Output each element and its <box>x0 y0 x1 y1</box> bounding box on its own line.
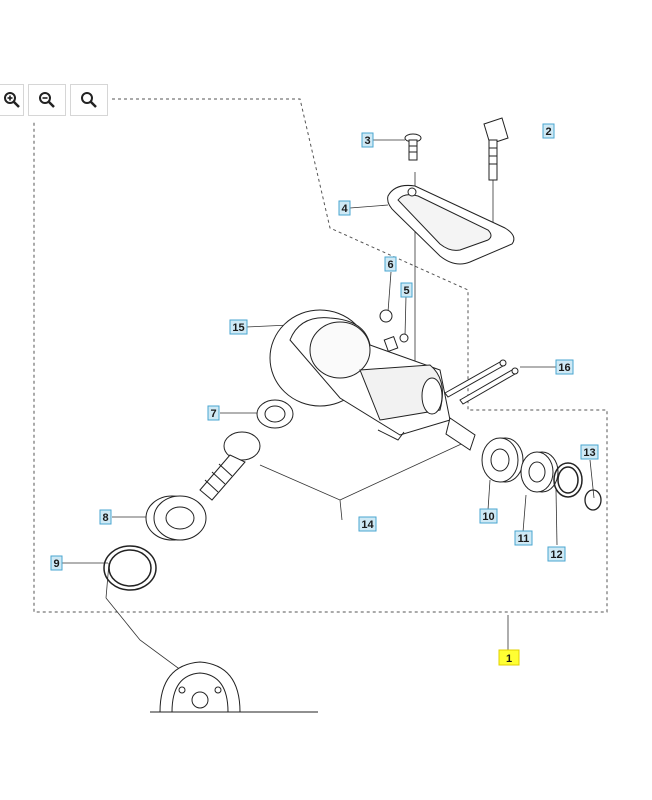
callout-9[interactable]: 9 <box>50 555 63 571</box>
callout-4-label: 4 <box>341 203 348 215</box>
callout-13-label: 13 <box>583 447 595 459</box>
callout-3-label: 3 <box>364 135 370 147</box>
callout-11[interactable]: 11 <box>514 530 533 546</box>
zoom-in-icon <box>3 92 20 108</box>
screws-16 <box>444 359 519 405</box>
callout-12-label: 12 <box>550 549 562 561</box>
circlip-13 <box>584 489 602 511</box>
leader-lines <box>62 139 595 711</box>
zoom-in-button[interactable] <box>0 84 24 116</box>
bearing-8 <box>145 495 207 541</box>
callout-16-label: 16 <box>558 362 570 374</box>
callout-15[interactable]: 15 <box>229 319 248 335</box>
callout-10[interactable]: 10 <box>479 508 498 524</box>
callout-7-label: 7 <box>210 408 216 420</box>
callout-1-label: 1 <box>506 653 512 665</box>
zoom-toolbar <box>0 84 112 118</box>
callout-5[interactable]: 5 <box>400 282 413 298</box>
circlip-9 <box>103 545 157 591</box>
gear-housing-part <box>269 309 451 441</box>
callout-14-label: 14 <box>361 519 374 531</box>
bearing-11 <box>520 451 559 493</box>
callout-6-label: 6 <box>387 259 393 271</box>
bolt-part <box>483 117 509 181</box>
callout-2-label: 2 <box>545 126 551 138</box>
callout-5-label: 5 <box>403 285 409 297</box>
callout-2[interactable]: 2 <box>542 123 555 139</box>
nut-part <box>256 399 294 429</box>
ring-12 <box>553 462 583 498</box>
callout-14[interactable]: 14 <box>358 516 377 532</box>
zoom-out-button[interactable] <box>28 84 66 116</box>
bearing-10 <box>481 437 524 483</box>
callout-1[interactable]: 1 <box>498 649 520 666</box>
zoom-reset-icon <box>81 92 97 108</box>
zoom-reset-button[interactable] <box>70 84 108 116</box>
callout-6[interactable]: 6 <box>384 256 397 272</box>
callout-8-label: 8 <box>102 512 108 524</box>
callout-10-label: 10 <box>482 511 494 523</box>
zoom-out-icon <box>39 92 55 108</box>
callout-8[interactable]: 8 <box>99 509 112 525</box>
callout-11-label: 11 <box>518 533 530 545</box>
callout-12[interactable]: 12 <box>547 546 566 562</box>
assembly-outline <box>33 98 608 613</box>
callout-9-label: 9 <box>53 558 59 570</box>
callout-4[interactable]: 4 <box>338 200 351 216</box>
callout-7[interactable]: 7 <box>207 405 220 421</box>
callout-13[interactable]: 13 <box>580 444 599 460</box>
shaft-gear-part <box>199 417 476 501</box>
callout-3[interactable]: 3 <box>361 132 374 148</box>
bracket-part <box>387 185 515 265</box>
lower-flange-part <box>150 661 318 713</box>
callout-16[interactable]: 16 <box>555 359 574 375</box>
callout-15-label: 15 <box>232 322 244 334</box>
screw-part <box>404 133 422 161</box>
